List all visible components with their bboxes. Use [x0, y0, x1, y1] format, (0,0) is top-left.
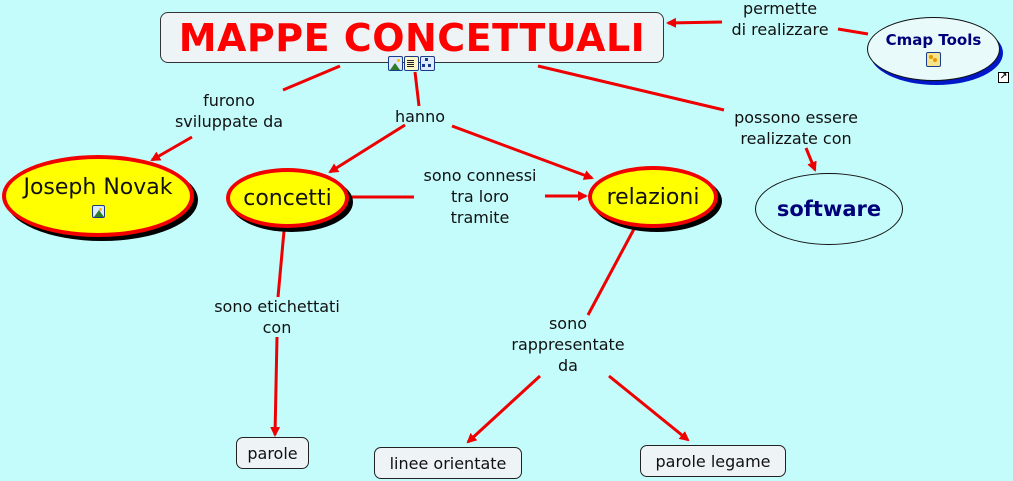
link-rappresentate-to-legame — [608, 374, 690, 442]
phrase-line: tra loro — [451, 187, 509, 206]
phrase-line: sono connessi — [423, 166, 537, 185]
link-concetti-to-etichettati — [276, 230, 286, 298]
concept-map-resource-icon[interactable] — [420, 56, 435, 71]
phrase-line: hanno — [394, 107, 445, 126]
link-possono-to-software — [804, 147, 817, 172]
linking-phrase-possono[interactable]: possono essere realizzate con — [724, 107, 868, 149]
phrase-line: rappresentate — [511, 335, 625, 354]
concept-label: MAPPE CONCETTUALI — [178, 15, 646, 60]
concept-label: concetti — [243, 185, 332, 211]
phrase-line: tramite — [450, 208, 510, 227]
phrase-line: con — [262, 318, 292, 337]
concept-joseph-novak[interactable]: Joseph Novak — [2, 155, 194, 237]
concept-label: linee orientate — [389, 453, 507, 473]
concept-label: parole — [247, 443, 298, 463]
phrase-line: sono — [548, 314, 588, 333]
link-hanno-to-concetti — [328, 123, 406, 174]
image-resource-icon[interactable] — [91, 204, 105, 218]
phrase-line: da — [558, 356, 578, 375]
phrase-line: permette — [742, 0, 818, 18]
concept-linee-orientate[interactable]: linee orientate — [374, 447, 522, 479]
image-resource-icon[interactable] — [388, 56, 403, 71]
concept-label: software — [776, 197, 882, 221]
concept-map-resource-icon[interactable] — [926, 52, 941, 67]
concept-label: parole legame — [655, 451, 771, 471]
concept-relazioni[interactable]: relazioni — [588, 166, 718, 228]
link-cmap-to-phrase — [837, 27, 869, 36]
linking-phrase-furono[interactable]: furono sviluppate da — [166, 90, 292, 132]
link-title-to-possono — [537, 64, 725, 112]
link-relazioni-to-rappresentate — [586, 228, 636, 316]
concept-parole-legame[interactable]: parole legame — [640, 445, 786, 477]
concept-cmap-tools[interactable]: Cmap Tools — [867, 17, 1000, 81]
concept-concetti[interactable]: concetti — [226, 168, 349, 228]
link-title-to-furono — [282, 64, 341, 92]
linking-phrase-hanno[interactable]: hanno — [390, 106, 450, 127]
linking-phrase-etichettati[interactable]: sono etichettati con — [204, 296, 350, 338]
concept-parole[interactable]: parole — [236, 437, 309, 469]
phrase-line: sviluppate da — [174, 112, 284, 131]
concept-label: relazioni — [606, 184, 700, 210]
linking-phrase-rappresentate[interactable]: sono rappresentate da — [503, 313, 633, 376]
phrase-line: furono — [203, 91, 255, 110]
document-resource-icon[interactable] — [404, 56, 419, 71]
phrase-line: sono etichettati — [214, 297, 340, 316]
concept-mappe-concettuali[interactable]: MAPPE CONCETTUALI — [160, 12, 664, 63]
linking-phrase-connessi[interactable]: sono connessi tra loro tramite — [414, 165, 546, 228]
concept-label: Cmap Tools — [885, 31, 982, 49]
link-hanno-to-relazioni — [451, 124, 594, 180]
phrase-line: di realizzare — [731, 20, 829, 39]
title-resource-icons — [388, 56, 435, 71]
link-furono-to-novak — [150, 135, 193, 162]
link-title-to-hanno — [413, 71, 421, 107]
link-etichettati-to-parole — [270, 336, 281, 437]
link-phrase-to-title — [666, 17, 723, 28]
link-rappresentate-to-linee — [466, 374, 542, 444]
concept-software[interactable]: software — [755, 173, 903, 245]
phrase-line: realizzate con — [740, 129, 852, 148]
concept-label: Joseph Novak — [23, 174, 173, 200]
shortcut-arrow-icon[interactable]: ↗ — [998, 72, 1009, 83]
linking-phrase-permette[interactable]: permette di realizzare — [722, 0, 838, 40]
phrase-line: possono essere — [734, 108, 858, 127]
